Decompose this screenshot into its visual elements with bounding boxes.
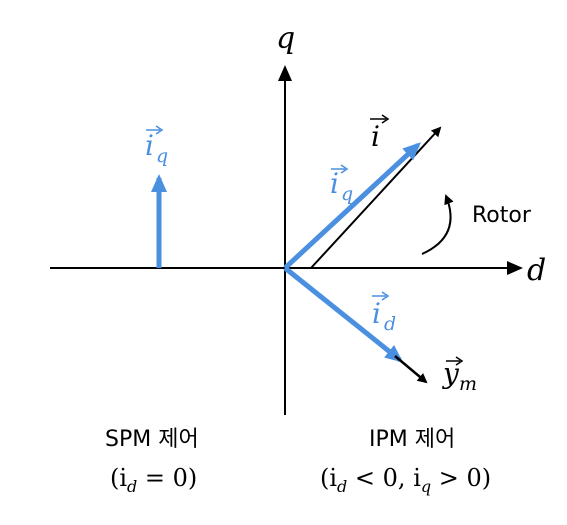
svg-text:q: q	[341, 183, 353, 205]
svg-text:d: d	[384, 313, 396, 335]
vector-id-label: i d	[372, 291, 396, 335]
rotor-label: Rotor	[472, 203, 532, 228]
iq-ipm-vector	[283, 142, 421, 270]
ipm-title: IPM 제어	[369, 427, 455, 452]
svg-text:i: i	[371, 120, 380, 153]
svg-text:(id < 0, iq > 0): (id < 0, iq > 0)	[320, 464, 491, 496]
vector-iq-ipm-label: i q	[330, 164, 353, 205]
spm-title: SPM 제어	[105, 427, 199, 452]
rotation-arc-icon	[421, 194, 454, 255]
vector-ym-label: y m	[441, 356, 477, 395]
vector-iq-spm-label: i q	[145, 125, 168, 167]
svg-text:m: m	[459, 373, 477, 395]
q-axis-label: q	[276, 21, 295, 56]
svg-text:i: i	[330, 167, 339, 200]
ym-vector	[394, 355, 428, 384]
vector-i-label: i	[370, 114, 390, 153]
svg-text:q: q	[156, 145, 168, 167]
spm-condition: (id = 0)	[110, 464, 197, 496]
svg-text:(id = 0): (id = 0)	[110, 464, 197, 496]
d-axis-label: d	[527, 253, 546, 288]
svg-text:y: y	[441, 357, 460, 390]
ipm-condition: (id < 0, iq > 0)	[320, 464, 491, 496]
id-ipm-vector	[283, 266, 404, 363]
svg-text:i: i	[145, 129, 154, 162]
svg-text:i: i	[372, 297, 381, 330]
